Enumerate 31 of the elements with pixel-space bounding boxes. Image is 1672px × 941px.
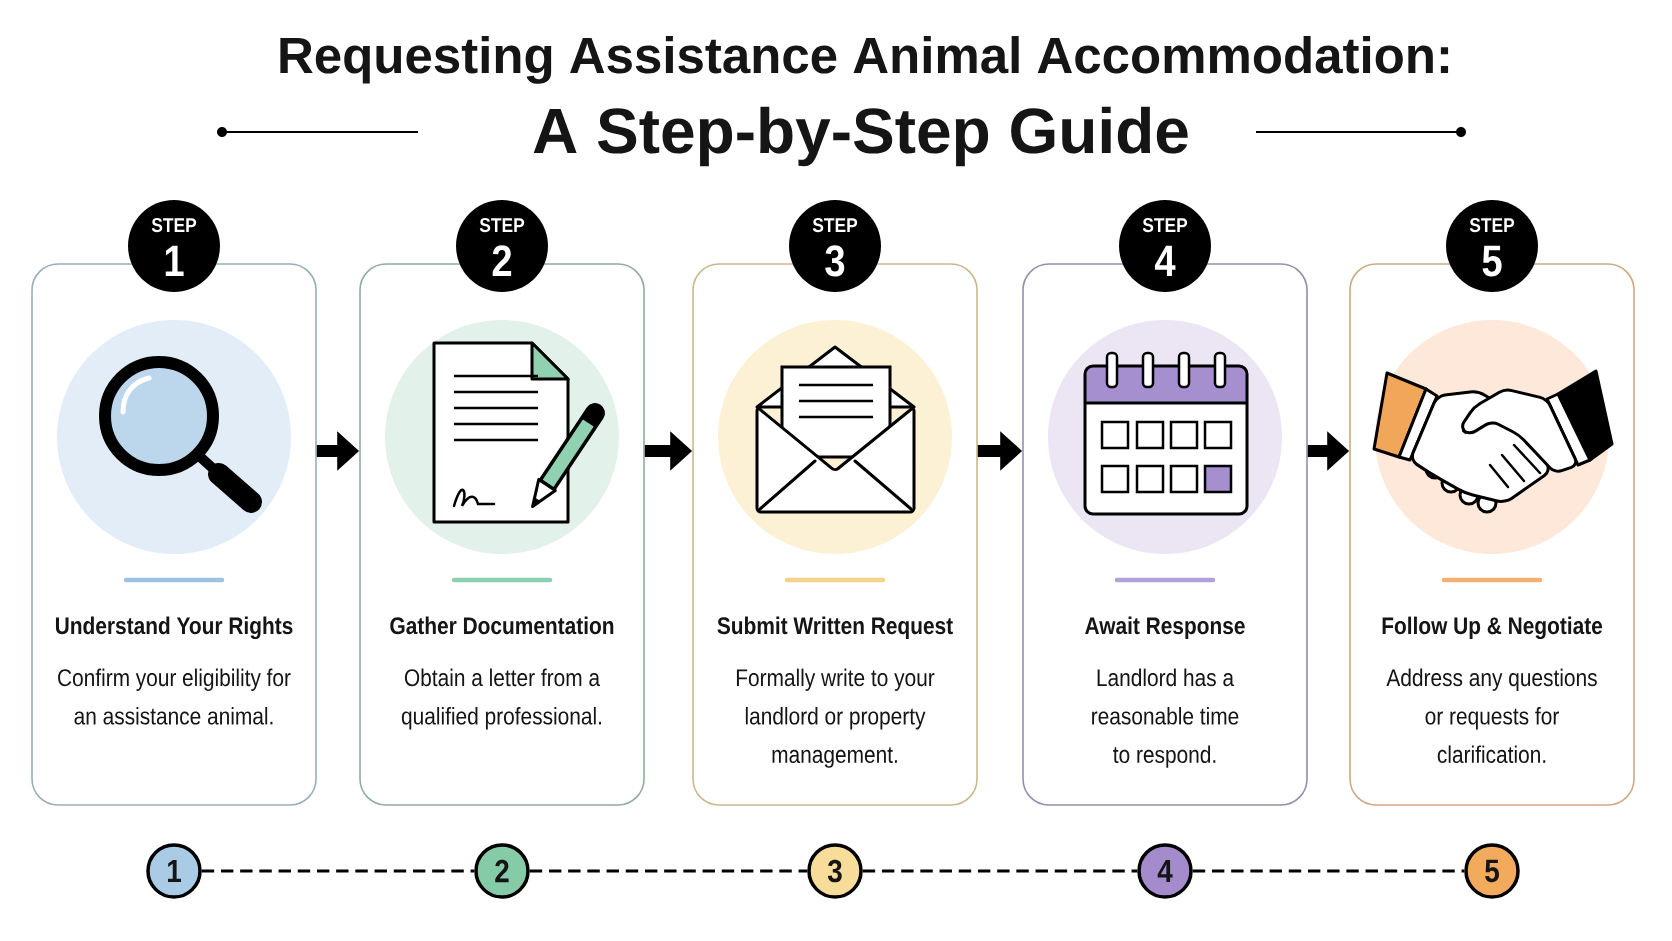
step-number: 2 [492, 245, 512, 276]
step-number: 3 [825, 245, 845, 277]
badge-label: STEP [1142, 218, 1188, 233]
dashed-line [529, 869, 808, 873]
card-heading: Gather Documentation [390, 616, 614, 635]
badge-label: STEP [1469, 218, 1515, 233]
step-badge [1119, 200, 1211, 292]
step-number: 4 [1154, 245, 1176, 276]
step-badge [128, 200, 220, 292]
step-number: 5 [1482, 245, 1502, 277]
card-description: Formally write to your landlord or property management. [736, 668, 935, 768]
dashed-line [862, 869, 1138, 873]
dashed-line [1192, 869, 1465, 873]
subtitle: A Step-by-Step Guide [533, 106, 1188, 167]
badge-label: STEP [812, 218, 858, 233]
badge-label: STEP [151, 218, 197, 233]
card-description: Landlord has a reasonable time to respond. [1092, 668, 1239, 768]
step-number: 1 [165, 245, 184, 276]
card-heading: Follow Up & Negotiate [1382, 616, 1603, 640]
card-description: Address any questions or requests for clarification. [1386, 668, 1597, 763]
badge-label: STEP [479, 218, 525, 233]
dashed-line [201, 869, 475, 873]
card-description: Obtain a letter from a qualified professional. [401, 668, 601, 730]
card-description: Confirm your eligibility for an assistance animal. [58, 668, 291, 725]
card-heading: Submit Written Request [717, 616, 953, 639]
step-badge [789, 200, 881, 292]
card-heading: Understand Your Rights [55, 616, 293, 640]
card-heading: Await Response [1085, 616, 1245, 639]
step-badge [1446, 200, 1538, 292]
step-badge [456, 200, 548, 292]
title: Requesting Assistance Animal Accommodation: [280, 36, 1449, 84]
